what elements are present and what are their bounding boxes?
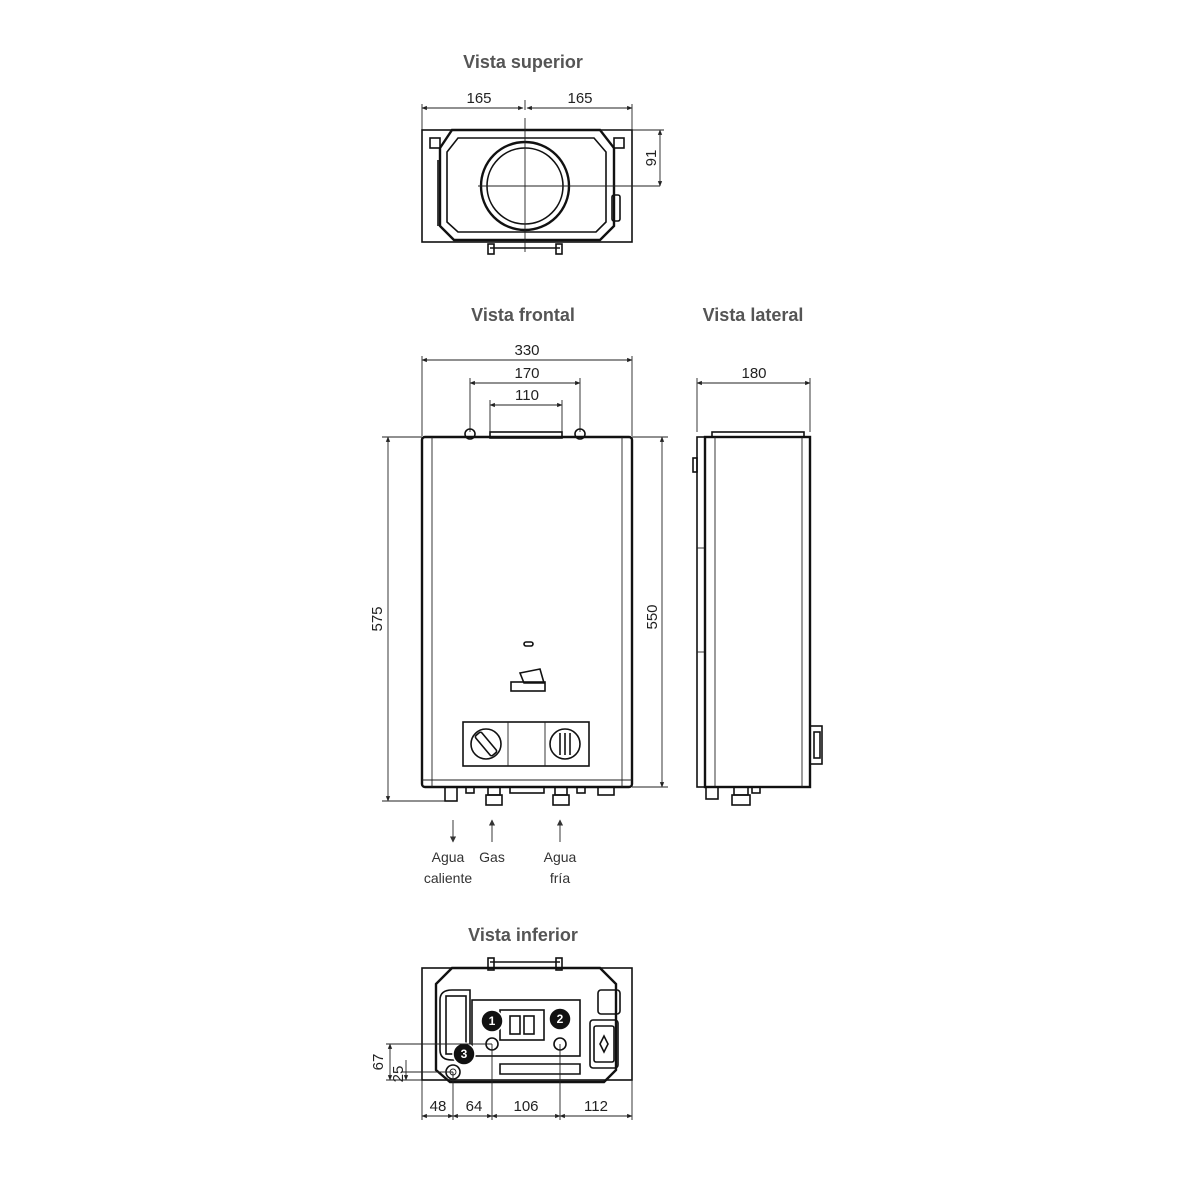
cold-water-label-1: Agua (544, 849, 577, 865)
front-dim-total-height: 575 (369, 606, 386, 631)
badge-2: 2 (548, 1007, 572, 1031)
front-dim-flue-width: 110 (515, 387, 539, 404)
top-dim-left: 165 (466, 90, 491, 107)
bottom-dim-h25: 25 (390, 1066, 407, 1083)
top-view: Vista superior 165 165 91 (421, 52, 664, 255)
svg-text:1: 1 (489, 1014, 496, 1028)
bottom-dim-48: 48 (430, 1098, 447, 1115)
hot-water-label-1: Agua (432, 849, 465, 865)
bottom-dim-64: 64 (466, 1098, 483, 1115)
front-view: Vista frontal 330 170 110 (369, 305, 668, 886)
top-dim-depth: 91 (643, 150, 660, 167)
front-dim-inner-width: 170 (514, 365, 539, 382)
top-dim-right: 165 (567, 90, 592, 107)
gas-label: Gas (479, 849, 505, 865)
top-view-title: Vista superior (463, 52, 583, 72)
front-view-title: Vista frontal (471, 305, 575, 325)
svg-text:3: 3 (461, 1047, 468, 1061)
hot-water-label-2: caliente (424, 870, 472, 886)
side-view-title: Vista lateral (703, 305, 804, 325)
badge-3: 3 (452, 1042, 476, 1066)
front-dim-width: 330 (514, 342, 539, 359)
svg-text:2: 2 (557, 1012, 564, 1026)
badge-1: 1 (480, 1009, 504, 1033)
cold-water-label-2: fría (550, 870, 570, 886)
side-view: Vista lateral 180 (692, 305, 823, 806)
front-dim-body-height: 550 (644, 604, 661, 629)
bottom-dim-112: 112 (584, 1098, 608, 1115)
bottom-view-title: Vista inferior (468, 925, 578, 945)
side-dim-depth: 180 (741, 365, 766, 382)
bottom-dim-h67: 67 (370, 1054, 387, 1071)
bottom-view: Vista inferior 1 2 (370, 925, 633, 1120)
bottom-dim-106: 106 (513, 1098, 538, 1115)
